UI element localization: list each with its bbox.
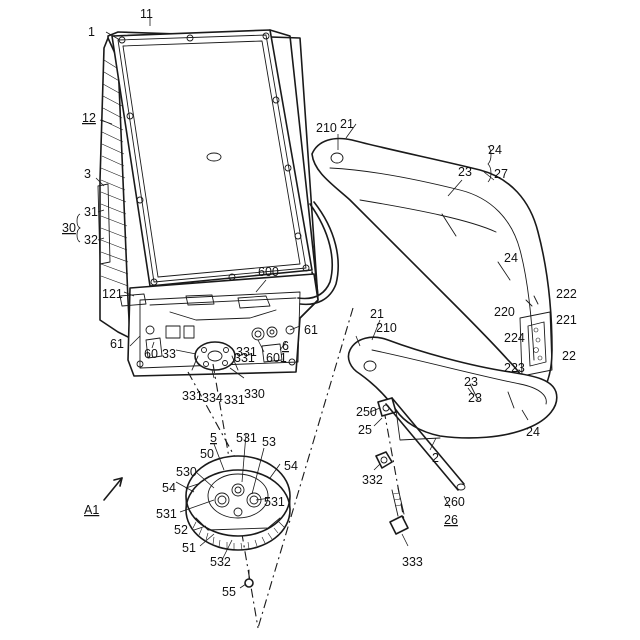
- label-331-left: 331: [182, 389, 203, 403]
- label-23-top: 23: [458, 165, 472, 179]
- label-221: 221: [556, 313, 577, 327]
- label-121: 121: [102, 287, 123, 301]
- label-21-top: 21: [340, 117, 354, 131]
- label-22: 22: [562, 349, 576, 363]
- label-a1: A1: [84, 503, 99, 517]
- label-60: 60: [144, 347, 158, 361]
- label-26: 26: [444, 513, 458, 527]
- label-54-right: 54: [284, 459, 298, 473]
- label-334: 334: [202, 391, 223, 405]
- label-32: 32: [84, 233, 98, 247]
- label-250: 250: [356, 405, 377, 419]
- label-30: 30: [62, 221, 76, 235]
- label-600: 600: [258, 265, 279, 279]
- label-331-right: 331: [234, 351, 255, 365]
- label-220: 220: [494, 305, 515, 319]
- label-222: 222: [556, 287, 577, 301]
- label-6: 6: [282, 339, 289, 353]
- label-224: 224: [504, 331, 525, 345]
- label-21-lower: 21: [370, 307, 384, 321]
- label-27: 27: [494, 167, 508, 181]
- label-61-right: 61: [304, 323, 318, 337]
- label-531-left: 531: [156, 507, 177, 521]
- label-12: 12: [82, 111, 96, 125]
- label-531-right: 531: [264, 495, 285, 509]
- label-24-bottom: 24: [526, 425, 540, 439]
- brace-30: [77, 214, 80, 242]
- label-54-left: 54: [162, 481, 176, 495]
- label-5: 5: [210, 431, 217, 445]
- label-52: 52: [174, 523, 188, 537]
- label-531-top: 531: [236, 431, 257, 445]
- label-210-top: 210: [316, 121, 337, 135]
- label-53: 53: [262, 435, 276, 449]
- label-55: 55: [222, 585, 236, 599]
- label-333: 333: [402, 555, 423, 569]
- label-601: 601: [266, 351, 287, 365]
- label-1: 1: [88, 25, 95, 39]
- label-11: 11: [140, 7, 153, 21]
- label-25: 25: [358, 423, 372, 437]
- label-332: 332: [362, 473, 383, 487]
- label-530: 530: [176, 465, 197, 479]
- battery-housing: [98, 30, 338, 376]
- label-210-lower: 210: [376, 321, 397, 335]
- label-33: 33: [162, 347, 176, 361]
- adapter-disc-5: [186, 456, 290, 587]
- label-31: 31: [84, 205, 98, 219]
- label-3: 3: [84, 167, 91, 181]
- label-50: 50: [200, 447, 214, 461]
- label-61-left: 61: [110, 337, 124, 351]
- label-223: 223: [504, 361, 525, 375]
- label-2: 2: [432, 451, 439, 465]
- label-24-mid: 24: [504, 251, 518, 265]
- label-23-lower: 23: [464, 375, 478, 389]
- label-260: 260: [444, 495, 465, 509]
- label-330: 330: [244, 387, 265, 401]
- label-51: 51: [182, 541, 196, 555]
- label-23-bottom: 23: [468, 391, 482, 405]
- label-532: 532: [210, 555, 231, 569]
- label-331-bottom: 331: [224, 393, 245, 407]
- view-arrow-a1: [104, 478, 122, 500]
